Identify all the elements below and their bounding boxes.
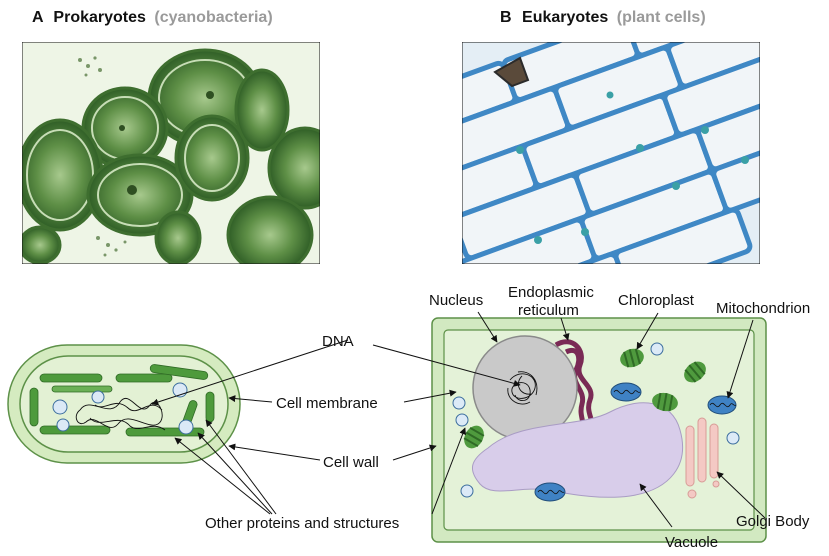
label-nucleus: Nucleus [429,292,483,309]
plant-cells-micrograph [462,42,760,264]
plant-vesicles [452,342,740,498]
prokaryote-dna [75,398,166,431]
panel-a-heading: Prokaryotes [53,9,146,26]
label-er-line1: Endoplasmic [508,284,594,301]
mitochondria [534,382,737,502]
label-vacuole: Vacuole [665,534,718,551]
panel-a-subtitle: (cyanobacteria) [154,9,272,26]
label-other-proteins: Other proteins and structures [205,515,399,532]
label-leader-lines [151,311,766,528]
eukaryote-diagram [431,317,767,543]
chloroplasts [463,348,706,449]
label-chloroplast: Chloroplast [618,292,695,309]
svg-text:B Eukaryotes (plan: B Eukaryotes (plant cells) [500,9,706,26]
label-cell-membrane: Cell membrane [276,395,378,412]
vacuole [472,402,684,498]
diagram-labels: DNA Cell membrane Cell wall Other protei… [205,284,810,551]
label-cell-wall: Cell wall [323,454,379,471]
label-golgi-body: Golgi Body [736,513,810,530]
label-dna: DNA [322,333,354,350]
panel-b-title: B Eukaryotes (plant cells) [500,9,706,26]
panel-a-letter: A [32,9,44,26]
panel-a-title: A Prokaryotes (cyanobacteria) [32,9,273,26]
cyanobacteria-micrograph [22,42,320,264]
panel-b-letter: B [500,9,512,26]
golgi-body [685,417,720,499]
nucleolus-chromatin [507,371,538,405]
label-er-line2: reticulum [518,302,579,319]
svg-text:A Prokaryotes (cya: A Prokaryotes (cyanobacteria) [32,9,273,26]
panel-b-heading: Eukaryotes [522,9,608,26]
prokaryote-diagram [7,344,241,464]
label-mitochondrion: Mitochondrion [716,300,810,317]
panel-b-subtitle: (plant cells) [617,9,706,26]
